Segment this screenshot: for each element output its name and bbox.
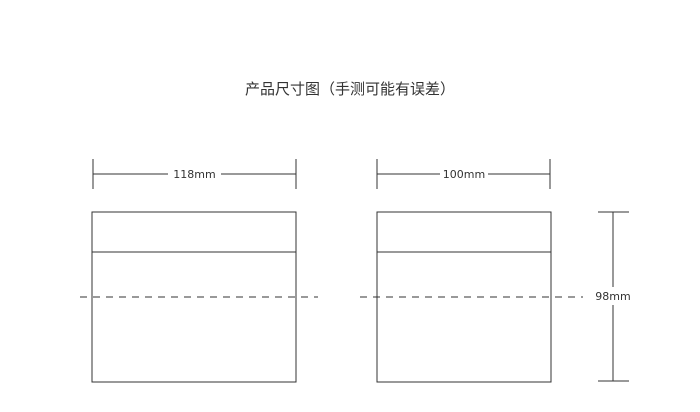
width-dimension-right: 100mm <box>376 159 551 189</box>
height-dimension: 98mm <box>595 211 631 382</box>
dim-label-left-width: 118mm <box>173 168 215 181</box>
box-left <box>91 211 297 383</box>
width-dimension-left: 118mm <box>92 159 297 189</box>
dim-label-right-width: 100mm <box>443 168 485 181</box>
box-left-outline <box>91 211 297 383</box>
dim-label-height: 98mm <box>595 290 630 303</box>
diagram-title: 产品尺寸图（手测可能有误差） <box>245 80 455 98</box>
